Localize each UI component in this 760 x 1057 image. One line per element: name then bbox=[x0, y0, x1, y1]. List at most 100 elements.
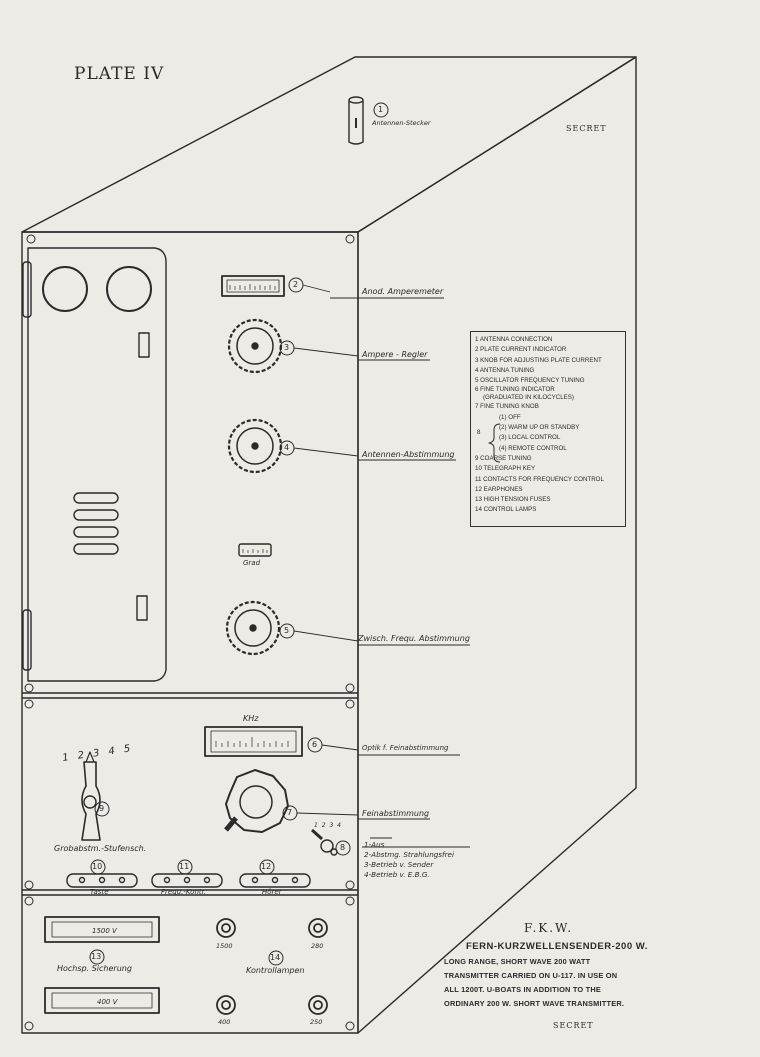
fuse-upper bbox=[44, 916, 160, 943]
legend-subitem: (2) Warm up or standby bbox=[499, 424, 580, 432]
secret-stamp-bottom: SECRET bbox=[553, 1021, 594, 1030]
lamp-1500-label: 1500 bbox=[216, 942, 233, 950]
caption-line-4: ordinary 200 W. Short Wave Transmitter. bbox=[444, 999, 625, 1008]
legend-subitem: (4) Remote Control bbox=[499, 444, 567, 452]
switch-position-3: 3-Betrieb v. Sender bbox=[364, 860, 434, 869]
callout-12-number: 12 bbox=[261, 862, 272, 871]
legend-brace bbox=[488, 423, 501, 463]
callout-2-number: 2 bbox=[293, 280, 299, 289]
cabinet-side bbox=[357, 56, 637, 1034]
grad-label: Grad bbox=[243, 559, 261, 567]
switch-position-2: 2-Abstmg. Strahlungsfrei bbox=[364, 850, 454, 859]
caption-line-3: all 1200T. U-Boats in addition to the bbox=[444, 985, 602, 994]
callout-6-label: Optik f. Feinabstimmung bbox=[362, 744, 449, 752]
plate-ammeter bbox=[221, 275, 285, 297]
caption-line-2: Transmitter Carried on U-117. In use on bbox=[444, 971, 618, 980]
callout-5-number: 5 bbox=[284, 626, 290, 635]
legend-item: 7 Fine Tuning Knob bbox=[475, 403, 539, 411]
callout-1-label: Antennen-Stecker bbox=[372, 119, 431, 127]
legend-box: 1 Antenna Connection 2 Plate Current Ind… bbox=[470, 331, 626, 527]
caption-title: FERN-KURZWELLENSENDER-200 W. bbox=[466, 941, 648, 952]
callout-8-number: 8 bbox=[340, 843, 346, 852]
legend-item: 12 Earphones bbox=[475, 485, 523, 493]
callout-4-label: Antennen-Abstimmung bbox=[362, 450, 455, 459]
current-knob bbox=[227, 318, 283, 374]
fine-tuning-knob bbox=[224, 769, 289, 833]
mode-switch-marks: 1 2 3 4 bbox=[314, 822, 342, 829]
key-contacts bbox=[66, 873, 138, 888]
grad-dial bbox=[238, 543, 272, 557]
antenna-knob bbox=[227, 418, 283, 474]
legend-subitem: (1) Off bbox=[499, 413, 521, 421]
leader-lines bbox=[293, 284, 470, 848]
callout-11-label: Frequ.-Kontr. bbox=[161, 888, 207, 896]
callout-6-number: 6 bbox=[312, 740, 318, 749]
control-lamps bbox=[216, 918, 328, 1015]
earphone-contacts bbox=[239, 873, 311, 888]
callout-3-number: 3 bbox=[284, 343, 290, 352]
speaker-right bbox=[106, 266, 152, 312]
latch-bottom bbox=[136, 595, 148, 621]
screws bbox=[24, 234, 355, 1031]
legend-item: (Graduated in kilocycles) bbox=[483, 394, 574, 402]
door-panel bbox=[27, 247, 167, 682]
mode-switch bbox=[310, 828, 338, 856]
callout-9-label: Grobabstm.-Stufensch. bbox=[54, 844, 147, 853]
coarse-switch bbox=[81, 751, 101, 841]
frequency-contacts bbox=[151, 873, 223, 888]
latch-top bbox=[138, 332, 150, 358]
legend-item: 3 Knob for adjusting plate current bbox=[475, 356, 602, 364]
legend-item: 5 Oscillator Frequency Tuning bbox=[475, 377, 585, 385]
legend-item-8-number: 8 bbox=[477, 428, 481, 436]
callout-4-number: 4 bbox=[284, 443, 290, 452]
callout-14-number: 14 bbox=[270, 953, 281, 962]
legend-item: 9 Coarse Tuning bbox=[475, 454, 532, 462]
callout-12-label: Hörer bbox=[262, 888, 282, 896]
khz-label: KHz bbox=[243, 714, 259, 723]
legend-item: 4 Antenna Tuning bbox=[475, 366, 535, 374]
hinge-bottom bbox=[22, 609, 32, 671]
callout-2-label: Anod. Amperemeter bbox=[362, 287, 444, 296]
lamp-250-label: 250 bbox=[310, 1018, 323, 1026]
callout-7-number: 7 bbox=[287, 808, 293, 817]
callout-10-label: Taste bbox=[90, 888, 109, 896]
legend-item: 10 Telegraph Key bbox=[475, 465, 536, 473]
legend-item: 6 Fine Tuning Indicator bbox=[475, 386, 555, 394]
hinge-top bbox=[22, 261, 32, 318]
fine-tuning-optics bbox=[204, 726, 303, 757]
legend-item: 11 Contacts for Frequency Control bbox=[475, 475, 604, 483]
switch-position-1: 1-Aus bbox=[364, 840, 385, 849]
fuse-lower bbox=[44, 987, 160, 1014]
secret-stamp-top: SECRET bbox=[566, 124, 607, 133]
callout-5-label: Zwisch. Frequ. Abstimmung bbox=[358, 634, 470, 643]
callout-10-number: 10 bbox=[92, 862, 103, 871]
caption-line-1: Long Range, Short Wave 200 Watt bbox=[444, 957, 591, 966]
vent-slots bbox=[73, 492, 119, 555]
cabinet-front bbox=[21, 231, 359, 1034]
legend-item: 1 Antenna Connection bbox=[475, 336, 553, 343]
legend-item: 13 High Tension Fuses bbox=[475, 496, 551, 504]
legend-item: 2 Plate Current Indicator bbox=[475, 346, 567, 354]
legend-item-8: 8 (1) Off (2) Warm up or standby (3) Loc… bbox=[475, 413, 621, 454]
callout-9-number: 9 bbox=[99, 804, 105, 813]
callout-3-label: Ampere - Regler bbox=[362, 350, 428, 359]
fuse-upper-label: 1500 V bbox=[92, 927, 117, 935]
speaker-left bbox=[42, 266, 88, 312]
lamp-400-label: 400 bbox=[218, 1018, 231, 1026]
legend-subitem: (3) Local Control bbox=[499, 434, 561, 442]
legend-item: 14 Control Lamps bbox=[475, 506, 537, 514]
callout-13-label: Hochsp. Sicherung bbox=[57, 964, 132, 973]
callout-14-label: Kontrollampen bbox=[246, 966, 305, 975]
lamp-280-label: 280 bbox=[311, 942, 324, 950]
plate-title: PLATE IV bbox=[74, 64, 165, 84]
switch-position-4: 4-Betrieb v. E.B.G. bbox=[364, 870, 430, 879]
antenna-connector bbox=[348, 96, 364, 145]
callout-7-label: Feinabstimmung bbox=[362, 809, 430, 818]
callout-11-number: 11 bbox=[179, 862, 190, 871]
caption-fkw: F.K.W. bbox=[524, 921, 574, 935]
callout-1-number: 1 bbox=[378, 105, 384, 114]
fuse-lower-label: 400 V bbox=[97, 998, 118, 1006]
frequency-knob bbox=[225, 600, 281, 656]
callout-13-number: 13 bbox=[91, 952, 102, 961]
